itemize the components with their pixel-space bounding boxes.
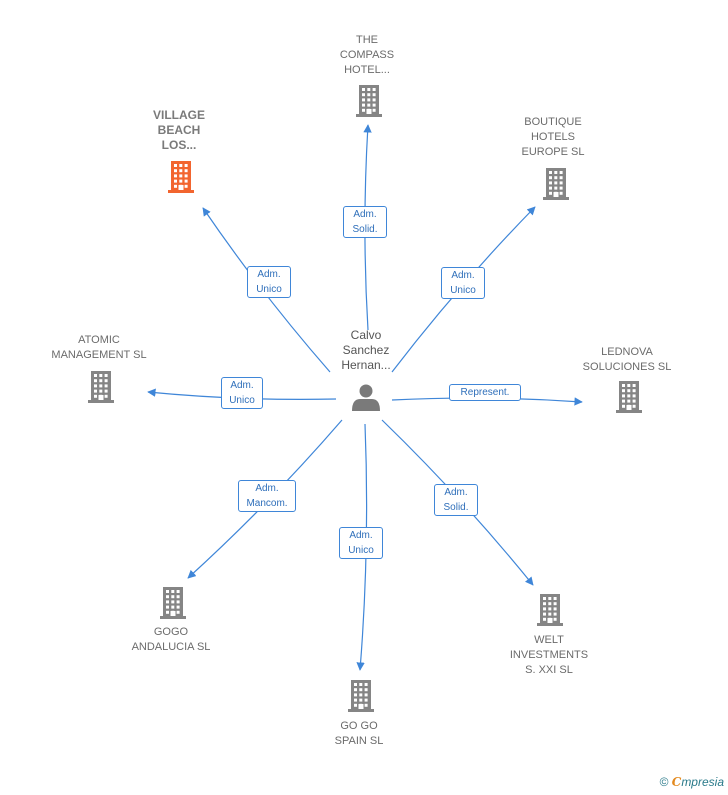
company-building-icon-boutique[interactable] xyxy=(543,168,569,200)
footer-brand: © Cmpresia xyxy=(660,775,724,789)
company-label-boutique[interactable]: BOUTIQUE HOTELS EUROPE SL xyxy=(521,116,585,158)
relation-badge-welt[interactable]: Adm. Solid. xyxy=(434,484,478,516)
company-label-gogo_spain[interactable]: GO GO SPAIN SL xyxy=(334,720,384,747)
company-building-icon-gogo_spain[interactable] xyxy=(348,680,374,712)
company-building-icon-lednova[interactable] xyxy=(616,381,642,413)
relation-badge-atomic[interactable]: Adm. Unico xyxy=(221,377,263,409)
company-label-gogo_andalucia[interactable]: GOGO ANDALUCIA SL xyxy=(131,626,211,653)
center-person-label[interactable]: Calvo Sanchez Hernan... xyxy=(341,328,391,372)
company-building-icon-welt[interactable] xyxy=(537,594,563,626)
company-label-atomic[interactable]: ATOMIC MANAGEMENT SL xyxy=(51,334,147,361)
relation-badge-gogo_andalucia[interactable]: Adm. Mancom. xyxy=(238,480,296,512)
person-icon[interactable] xyxy=(352,384,380,412)
copyright-icon: © xyxy=(659,775,669,789)
company-label-compass[interactable]: THE COMPASS HOTEL... xyxy=(339,34,395,76)
company-label-welt[interactable]: WELT INVESTMENTS S. XXI SL xyxy=(509,634,589,676)
company-label-lednova[interactable]: LEDNOVA SOLUCIONES SL xyxy=(582,346,672,373)
company-building-icon-compass[interactable] xyxy=(356,85,382,117)
relation-badge-gogo_spain[interactable]: Adm. Unico xyxy=(339,527,383,559)
company-building-icon-gogo_andalucia[interactable] xyxy=(160,587,186,619)
company-building-icon-village[interactable] xyxy=(168,161,194,193)
brand-name: mpresia xyxy=(681,775,724,789)
brand-initial: C xyxy=(671,775,682,789)
relation-badge-village[interactable]: Adm. Unico xyxy=(247,266,291,298)
company-building-icon-atomic[interactable] xyxy=(88,371,114,403)
company-label-village[interactable]: VILLAGE BEACH LOS... xyxy=(152,108,205,152)
relation-badge-lednova[interactable]: Represent. xyxy=(449,383,521,401)
relation-badge-boutique[interactable]: Adm. Unico xyxy=(441,267,485,299)
relation-badge-compass[interactable]: Adm. Solid. xyxy=(343,206,387,238)
